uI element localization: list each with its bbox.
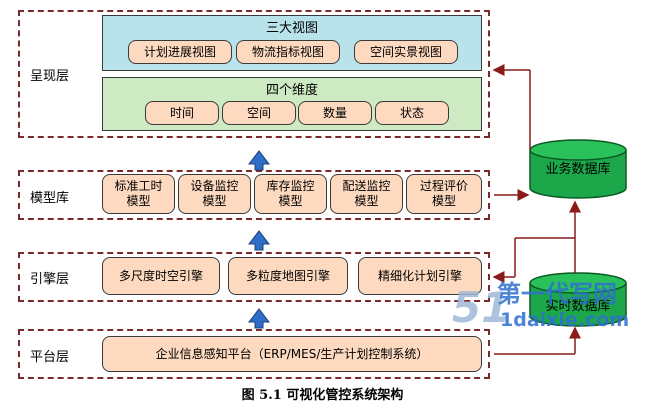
svg-text:51: 51 [452, 283, 510, 332]
business-database-label: 业务数据库 [545, 161, 610, 177]
up-arrow-platform-to-engine [247, 308, 271, 329]
engine-layer-label: 引擎层 [30, 272, 70, 287]
up-arrow-model-to-presentation [247, 150, 271, 171]
engine-pill-multiscale-spatiotemporal: 多尺度时空引擎 [102, 257, 220, 295]
model-pill-delivery-monitoring: 配送监控模型 [330, 174, 403, 214]
presentation-layer-label: 呈现层 [30, 69, 70, 84]
svg-text:第一代写网: 第一代写网 [497, 280, 617, 308]
figure-caption: 图 5.1 可视化管控系统架构 [241, 388, 404, 403]
up-arrow-engine-to-model [247, 230, 271, 251]
dimension-pill-space: 空间 [222, 101, 296, 125]
model-pill-process-evaluation: 过程评价模型 [406, 174, 482, 214]
realtime-database-icon [529, 272, 627, 327]
model-pill-equipment-monitoring: 设备监控模型 [178, 174, 251, 214]
business-database-icon [529, 139, 627, 199]
realtime-database-label: 实时数据库 [545, 298, 610, 314]
model-layer [18, 170, 490, 220]
engine-pill-refined-planning: 精细化计划引擎 [358, 257, 482, 295]
dimensions-panel-title: 四个维度 [265, 83, 318, 98]
dimension-pill-status: 状态 [375, 101, 449, 125]
view-pill-plan-progress: 计划进展视图 [128, 40, 232, 64]
engine-layer [18, 252, 490, 302]
model-pill-standard-hours: 标准工时模型 [102, 174, 175, 214]
watermark-logo: 51 第一代写网 1daixie.com [452, 280, 629, 332]
model-layer-label: 模型库 [30, 191, 70, 206]
views-panel-title: 三大视图 [265, 21, 318, 36]
engine-pill-multigranularity-map: 多粒度地图引擎 [228, 257, 348, 295]
view-pill-logistics-metrics: 物流指标视图 [236, 40, 340, 64]
dimension-pill-time: 时间 [145, 101, 219, 125]
svg-text:1daixie.com: 1daixie.com [500, 309, 629, 331]
platform-layer-label: 平台层 [30, 350, 70, 365]
platform-layer [18, 329, 490, 379]
platform-pill: 企业信息感知平台（ERP/MES/生产计划控制系统） [102, 336, 482, 372]
view-pill-spatial-scene: 空间实景视图 [354, 40, 458, 64]
presentation-layer [18, 10, 490, 138]
dimension-pill-quantity: 数量 [298, 101, 372, 125]
model-pill-inventory-monitoring: 库存监控模型 [254, 174, 327, 214]
